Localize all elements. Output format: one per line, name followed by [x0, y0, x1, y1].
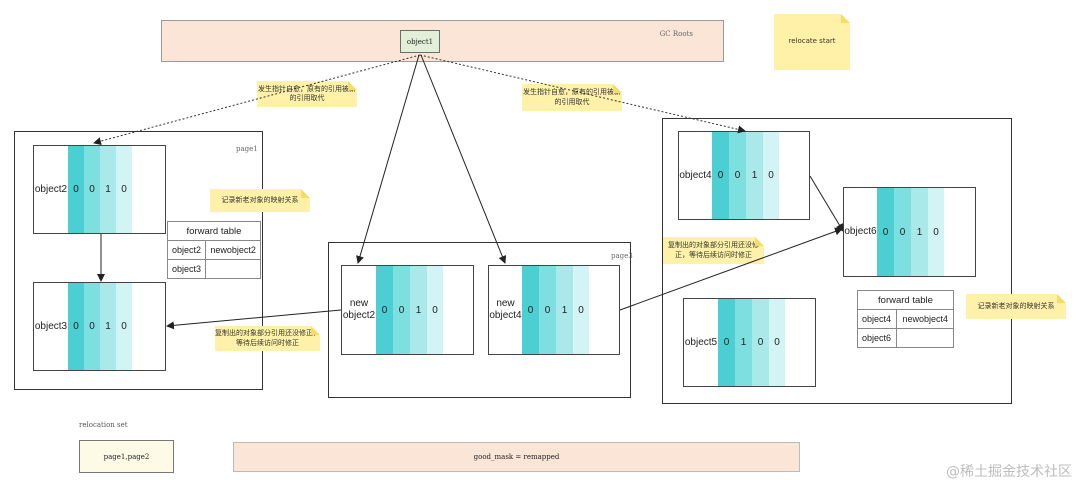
relocation-set-label: relocation set: [79, 421, 128, 429]
object-name: object2: [34, 183, 68, 195]
relocation-set-box: page1,page2: [79, 440, 174, 473]
object5-box[interactable]: object5 0 1 0 0: [683, 298, 816, 387]
bit-cell: 0: [712, 132, 729, 219]
object3-box[interactable]: object3 0 0 1 0: [33, 282, 166, 371]
forward-table-old: object2: [166, 240, 207, 260]
bit-cell: 0: [877, 188, 894, 276]
forward-table-page1: forward table object2 newobject2 object3: [166, 221, 261, 279]
new-object2-box[interactable]: new object2 0 0 1 0: [341, 265, 474, 355]
bit-cell: 1: [410, 266, 427, 354]
note-copied-refs-right: 复制出的对象部分引用还没修正，等待后续访问时修正: [663, 237, 764, 264]
bit-cell: 0: [116, 146, 132, 233]
object1-node[interactable]: object1: [400, 30, 440, 53]
bit-cell: 1: [746, 132, 763, 219]
bit-cell: 0: [894, 188, 911, 276]
arrow-object4-to-object6: [809, 175, 844, 232]
object-name: new object4: [489, 298, 522, 321]
object-name: object3: [34, 320, 68, 332]
note-self-heal-right: 发生指针自愈，原有的引用被新的引用取代: [522, 84, 622, 111]
bit-cell: 0: [68, 283, 84, 370]
watermark: @稀土掘金技术社区: [946, 464, 1072, 480]
bit-cell: 0: [763, 132, 779, 219]
bit-cell: 0: [427, 266, 443, 354]
bit-cell: 0: [84, 283, 100, 370]
arrow-new-object4-to-object6: [619, 227, 843, 311]
bit-cell: 0: [928, 188, 944, 276]
page3-label: page3: [611, 252, 633, 260]
note-copied-refs-left: 复制出的对象部分引用还没修正，等待后续访问时修正: [215, 326, 320, 351]
page2-container: [662, 118, 1012, 404]
page1-container: [14, 131, 263, 390]
object-name: object6: [844, 226, 877, 237]
object-name: object4: [679, 169, 712, 181]
page1-label: page1: [236, 145, 258, 153]
dotted-arrow-to-object2: [93, 54, 421, 146]
bit-cell: 0: [718, 299, 735, 386]
arrow-object1-to-new-object4: [420, 54, 507, 264]
bit-cell: 0: [116, 283, 132, 370]
forward-table-page2: forward table object4 newobject4 object6: [856, 290, 954, 348]
relocate-start-note: relocate start: [774, 14, 850, 70]
bit-cell: 1: [100, 146, 116, 233]
object4-box[interactable]: object4 0 0 1 0: [678, 131, 810, 220]
arrow-object1-to-new-object2: [356, 54, 420, 264]
note-record-mapping-page2: 记录新老对象的映射关系: [966, 294, 1066, 319]
good-mask-box: good_mask = remapped: [233, 442, 800, 472]
forward-table-old: object3: [166, 259, 207, 279]
bit-cell: 0: [769, 299, 785, 386]
forward-table-new: [205, 259, 261, 279]
bit-cell: 0: [68, 146, 84, 233]
object6-box[interactable]: object6 0 0 1 0: [843, 187, 976, 277]
bit-cell: 0: [573, 266, 589, 354]
bit-cell: 0: [729, 132, 746, 219]
new-object4-box[interactable]: new object4 0 0 1 0: [488, 265, 620, 355]
bit-cell: 1: [100, 283, 116, 370]
bit-cell: 1: [556, 266, 573, 354]
bit-cell: 0: [84, 146, 100, 233]
object-name: new object2: [342, 298, 376, 321]
object2-box[interactable]: object2 0 0 1 0: [33, 145, 166, 234]
gc-roots-bar: GC Roots: [161, 20, 724, 62]
bit-cell: 0: [522, 266, 539, 354]
forward-table-new: [896, 328, 954, 348]
bit-cell: 0: [539, 266, 556, 354]
object-name: object5: [684, 336, 718, 348]
forward-table-old: object6: [856, 328, 898, 348]
bit-cell: 0: [393, 266, 410, 354]
bit-cell: 1: [911, 188, 928, 276]
page3-container: [328, 242, 631, 398]
bit-cell: 0: [376, 266, 393, 354]
note-record-mapping-page1: 记录新老对象的映射关系: [210, 189, 310, 212]
arrow-new-object2-to-object3: [166, 309, 342, 330]
dotted-arrow-to-object4: [419, 54, 746, 134]
bit-cell: 0: [752, 299, 769, 386]
bit-cell: 1: [735, 299, 752, 386]
gc-roots-label: GC Roots: [659, 30, 693, 38]
